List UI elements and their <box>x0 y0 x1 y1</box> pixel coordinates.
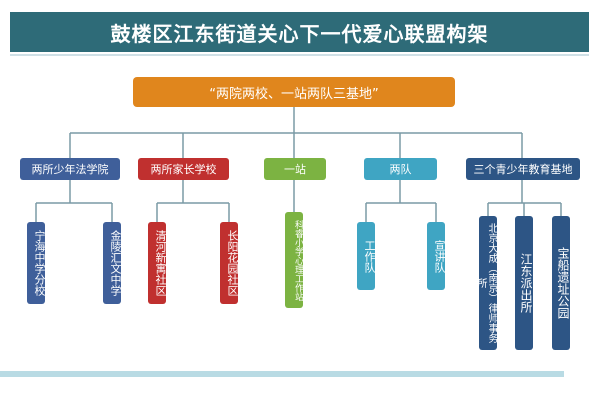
leaf-baochuan-park: 宝船遗址公园 <box>552 216 570 350</box>
leaf-qinghe-community: 清河新寓社区 <box>148 222 167 304</box>
leaf-ninghai-school: 宁海中学分校 <box>27 222 46 304</box>
root-node: “两院两校、一站两队三基地” <box>133 77 455 107</box>
group-education-bases: 三个青少年教育基地 <box>466 158 580 180</box>
leaf-work-team: 工作队 <box>357 222 376 290</box>
leaf-police-station: 江东派出所 <box>515 216 533 350</box>
leaf-lecture-team: 宣讲队 <box>427 222 446 290</box>
group-station: 一站 <box>264 158 326 180</box>
group-law-school: 两所少年法学院 <box>20 158 120 180</box>
title-bar: 鼓楼区江东街道关心下一代爱心联盟构架 <box>10 12 589 56</box>
footer-divider <box>0 371 564 377</box>
group-parent-school: 两所家长学校 <box>138 158 229 180</box>
group-teams: 两队 <box>364 158 437 180</box>
leaf-jinling-school: 金陵汇文中学 <box>103 222 122 304</box>
leaf-changyang-community: 长阳花园社区 <box>220 222 239 304</box>
leaf-psych-station: 科睿小学心理工作站 <box>285 212 303 308</box>
page-title: 鼓楼区江东街道关心下一代爱心联盟构架 <box>110 21 489 46</box>
leaf-law-firm: 北京大成（南京）律师事务所 <box>475 216 497 350</box>
